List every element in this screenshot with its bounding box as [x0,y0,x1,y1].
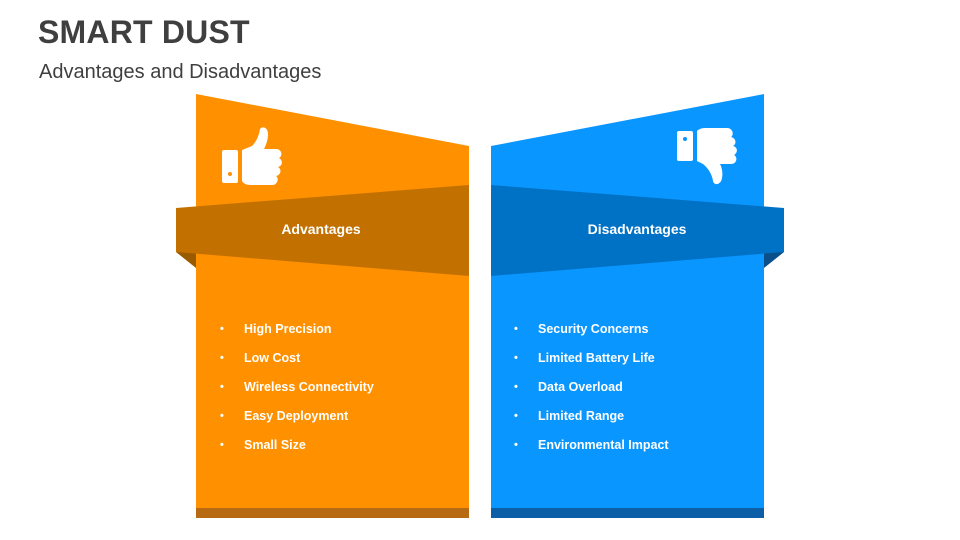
list-item: Easy Deployment [220,407,374,436]
advantages-heading: Advantages [281,221,361,237]
disadvantages-list: Security Concerns Limited Battery Life D… [514,320,669,465]
list-item: Small Size [220,436,374,465]
slide-subtitle: Advantages and Disadvantages [39,61,322,83]
list-item: Data Overload [514,378,669,407]
advantages-list: High Precision Low Cost Wireless Connect… [220,320,374,465]
list-item: High Precision [220,320,374,349]
slide-title: SMART DUST [38,14,250,50]
list-item: Security Concerns [514,320,669,349]
list-item: Low Cost [220,349,374,378]
advantages-band [176,185,469,276]
list-item: Environmental Impact [514,436,669,465]
list-item: Wireless Connectivity [220,378,374,407]
disadvantages-band [491,185,784,276]
disadvantages-heading: Disadvantages [587,221,687,237]
list-item: Limited Battery Life [514,349,669,378]
list-item: Limited Range [514,407,669,436]
thumbs-up-icon [222,127,282,185]
thumbs-down-icon [677,128,737,185]
